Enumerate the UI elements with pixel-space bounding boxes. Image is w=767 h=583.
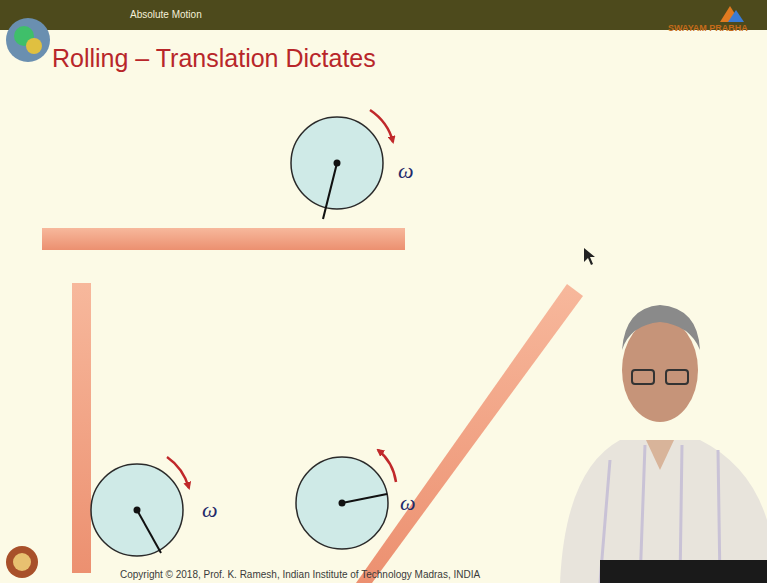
institute-seal (6, 546, 38, 578)
slide-title: Rolling – Translation Dictates (52, 44, 376, 73)
logo-text: SWAYAM PRABHA (668, 23, 748, 33)
header-text: Absolute Motion (130, 9, 202, 20)
mouse-cursor (584, 248, 595, 265)
rotation-arrow (378, 450, 396, 482)
rotation-arrow (370, 110, 393, 142)
wheel (91, 464, 183, 556)
header-bar (0, 0, 767, 30)
floor-surface (42, 228, 405, 250)
lecturer-figure (560, 305, 767, 583)
rotation-arrow (167, 457, 189, 488)
omega-symbol: ω (202, 497, 218, 523)
wall-surface (72, 283, 91, 573)
incline-surface (356, 284, 583, 583)
course-logo (6, 18, 50, 62)
omega-symbol: ω (400, 490, 416, 516)
omega-symbol: ω (398, 158, 414, 184)
swayam-logo (720, 6, 744, 22)
wheel (296, 457, 388, 549)
copyright-note: Copyright © 2018, Prof. K. Ramesh, India… (120, 569, 480, 580)
wheel (291, 117, 383, 209)
